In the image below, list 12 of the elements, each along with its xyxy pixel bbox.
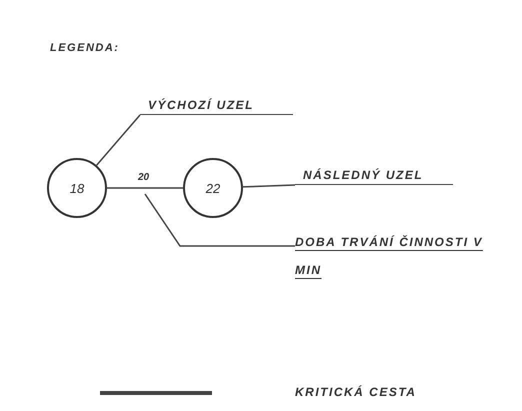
leader-line xyxy=(242,184,296,188)
activity-line xyxy=(107,187,183,189)
underlined-label: DOBA TRVÁNÍ ČINNOSTI V MIN xyxy=(295,228,500,284)
node-circle: 18 xyxy=(47,158,107,218)
underlined-label: VÝCHOZÍ UZEL xyxy=(140,98,293,115)
node-circle: 22 xyxy=(183,158,243,218)
edge-label: 20 xyxy=(138,172,150,183)
legend-heading: LEGENDA: xyxy=(50,42,120,54)
underlined-label: NÁSLEDNÝ UZEL xyxy=(295,168,453,185)
legend-label: KRITICKÁ CESTA xyxy=(295,385,416,399)
leader-line xyxy=(144,194,295,247)
leader-line xyxy=(96,114,141,166)
